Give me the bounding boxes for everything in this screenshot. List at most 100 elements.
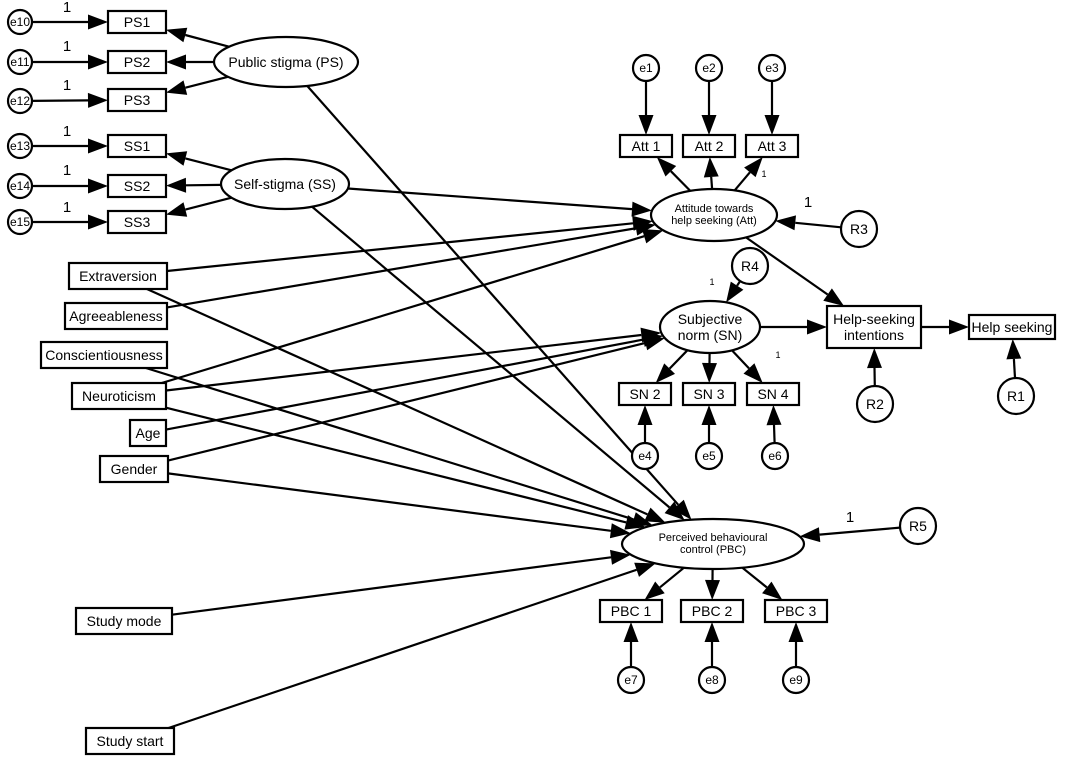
node-r1: R1 (996, 376, 1036, 416)
path-e13-to-ss1 (32, 138, 108, 154)
label-e2: e2 (702, 61, 716, 75)
path-e1-to-att1 (638, 81, 654, 135)
node-ps2: PS2 (106, 49, 168, 75)
path-hsi-to-hs (921, 319, 969, 335)
node-ps: Public stigma (PS) (212, 35, 360, 89)
label-ss2: SS2 (124, 178, 151, 194)
node-e8: e8 (697, 665, 727, 695)
path-e3-to-att3 (764, 81, 780, 135)
path-r2-to-hsi (867, 348, 882, 387)
path-r3-to-att (775, 215, 842, 231)
coef-sn-sn4: 1 (775, 350, 780, 360)
path-att-to-att1 (656, 157, 692, 192)
node-e13: e13 (6, 132, 34, 160)
label-ss1: SS1 (124, 138, 151, 154)
label-att-line-2: help seeking (Att) (671, 215, 757, 227)
node-att2: Att 2 (681, 133, 737, 159)
node-pbc1: PBC 1 (598, 598, 664, 624)
label-hsi-line-1: Help-seeking (833, 311, 915, 327)
path-e6-to-sn4 (766, 405, 782, 444)
label-att3: Att 3 (758, 138, 787, 154)
node-att1: Att 1 (618, 133, 674, 159)
path-gender-to-pbc (167, 472, 631, 539)
label-agreeableness: Agreeableness (69, 308, 162, 324)
coef-e15-ss3: 1 (63, 199, 71, 216)
path-ss-to-ss3 (166, 196, 232, 217)
path-pbc-to-pbc3 (741, 566, 783, 600)
path-agreeableness-to-att (166, 220, 656, 309)
label-e10: e10 (10, 15, 30, 29)
label-age: Age (136, 425, 161, 441)
label-neuroticism: Neuroticism (82, 388, 156, 404)
path-ps-to-ps2 (166, 54, 214, 70)
node-conscientiousness: Conscientiousness (39, 340, 169, 370)
node-e12: e12 (6, 87, 34, 115)
label-pbc3: PBC 3 (776, 603, 817, 619)
label-ps3: PS3 (124, 92, 151, 108)
node-e4: e4 (630, 441, 660, 471)
coef-e13-ss1: 1 (63, 123, 71, 140)
label-e11: e11 (10, 55, 29, 69)
node-e11: e11 (6, 48, 34, 76)
node-study-mode: Study mode (74, 606, 174, 636)
label-e9: e9 (789, 673, 803, 687)
path-ps-to-ps3 (166, 75, 229, 95)
coef-r3-att: 1 (804, 194, 812, 211)
node-e1: e1 (631, 53, 661, 83)
label-ps2: PS2 (124, 54, 151, 70)
path-e11-to-ps2 (32, 54, 108, 70)
node-ss2: SS2 (106, 173, 168, 199)
node-e10: e10 (6, 8, 34, 36)
path-extraversion-to-att (166, 215, 653, 273)
node-e2: e2 (694, 53, 724, 83)
path-att-to-att3 (733, 157, 763, 192)
label-r4: R4 (741, 258, 759, 274)
coef-e10-ps1: 1 (63, 0, 71, 16)
path-e9-to-pbc3 (788, 622, 804, 667)
coef-e11-ps2: 1 (63, 38, 71, 55)
diagram-nodes: e10e11e12e13e14e15PS1PS2PS3SS1SS2SS3Publ… (6, 8, 1057, 756)
label-e1: e1 (639, 61, 653, 75)
node-sn4: SN 4 (745, 381, 801, 407)
path-arrows (31, 14, 1022, 730)
node-e14: e14 (6, 172, 34, 200)
label-e4: e4 (638, 449, 652, 463)
label-ps1: PS1 (124, 14, 151, 30)
node-r4: R4 (730, 246, 770, 286)
path-sn-to-hsi (760, 319, 827, 335)
node-ps1: PS1 (106, 9, 168, 35)
path-ps-to-ps1 (166, 27, 230, 48)
path-r1-to-hs (1006, 339, 1022, 379)
path-e2-to-att2 (701, 81, 717, 135)
node-e3: e3 (757, 53, 787, 83)
label-conscientiousness: Conscientiousness (45, 347, 163, 363)
path-r5-to-pbc (799, 526, 901, 543)
label-sn4: SN 4 (757, 386, 788, 402)
label-sn2: SN 2 (629, 386, 660, 402)
label-e12: e12 (10, 94, 30, 108)
path-e4-to-sn2 (637, 405, 653, 443)
path-study-start-to-pbc (168, 562, 656, 730)
label-e3: e3 (765, 61, 779, 75)
path-e10-to-ps1 (32, 14, 108, 30)
path-e8-to-pbc2 (704, 622, 720, 667)
path-pbc-to-pbc2 (705, 568, 720, 600)
path-e5-to-sn3 (701, 405, 717, 443)
node-r5: R5 (898, 506, 938, 546)
path-sn-to-sn4 (731, 349, 763, 383)
node-neuroticism: Neuroticism (70, 381, 168, 411)
coef-r5-pbc: 1 (846, 509, 854, 526)
label-ss: Self-stigma (SS) (234, 176, 336, 192)
node-e5: e5 (694, 441, 724, 471)
coef-e12-ps3: 1 (63, 77, 71, 94)
node-sn2: SN 2 (617, 381, 673, 407)
path-study-mode-to-pbc (171, 549, 631, 616)
node-e7: e7 (616, 665, 646, 695)
label-r2: R2 (866, 396, 884, 412)
label-pbc2: PBC 2 (692, 603, 733, 619)
node-pbc3: PBC 3 (763, 598, 829, 624)
